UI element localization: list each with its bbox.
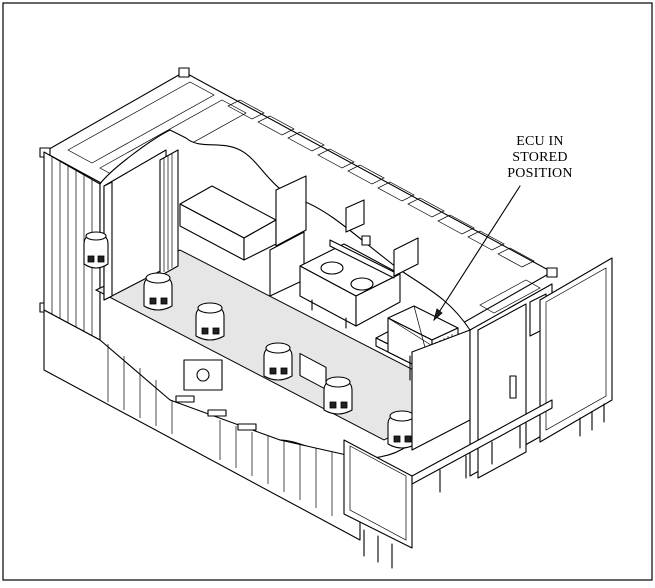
- callout-line-1: ECU IN: [516, 134, 564, 149]
- seat-5: [323, 376, 353, 415]
- sink-legs: [311, 299, 411, 381]
- seat-3: [195, 302, 225, 341]
- callout-line-2: STORED: [512, 150, 568, 165]
- end-door-left: [477, 303, 527, 479]
- base-legs: [439, 425, 521, 493]
- rack-lines: [163, 154, 173, 272]
- side-door-right-legs: [579, 403, 605, 437]
- mirror-2: [393, 237, 419, 277]
- side-wall-ribs: [107, 344, 333, 516]
- seat-1: [83, 231, 109, 269]
- seat-4: [263, 342, 293, 381]
- back-panel: [275, 175, 307, 247]
- open-side-door-left: [343, 439, 413, 549]
- wall-rack: [159, 149, 179, 277]
- figure-border: [2, 2, 653, 581]
- sink-basin-2: [350, 277, 374, 291]
- callout-line-3: POSITION: [507, 166, 573, 181]
- callout-leader: [433, 185, 521, 321]
- seat-2: [143, 272, 173, 311]
- side-door-left-inner: [349, 445, 407, 541]
- sink-backsplash: [329, 239, 395, 279]
- base-rail-right: [411, 399, 553, 485]
- sink-basin-1: [320, 261, 344, 275]
- open-side-door-right: [539, 257, 613, 443]
- side-door-right-inner: [545, 267, 607, 431]
- end-door-handle: [509, 375, 517, 399]
- mirror-1: [345, 199, 365, 233]
- side-door-left-legs: [363, 529, 393, 569]
- callout-arrowhead: [433, 308, 443, 322]
- wall-fixture-small: [361, 235, 371, 246]
- sink-cabinet-side: [355, 273, 401, 327]
- access-port: [196, 368, 210, 382]
- ecu-callout-label: ECU IN STORED POSITION: [492, 134, 588, 182]
- wall-box-1: [299, 352, 327, 390]
- forklift-pockets: [175, 395, 257, 431]
